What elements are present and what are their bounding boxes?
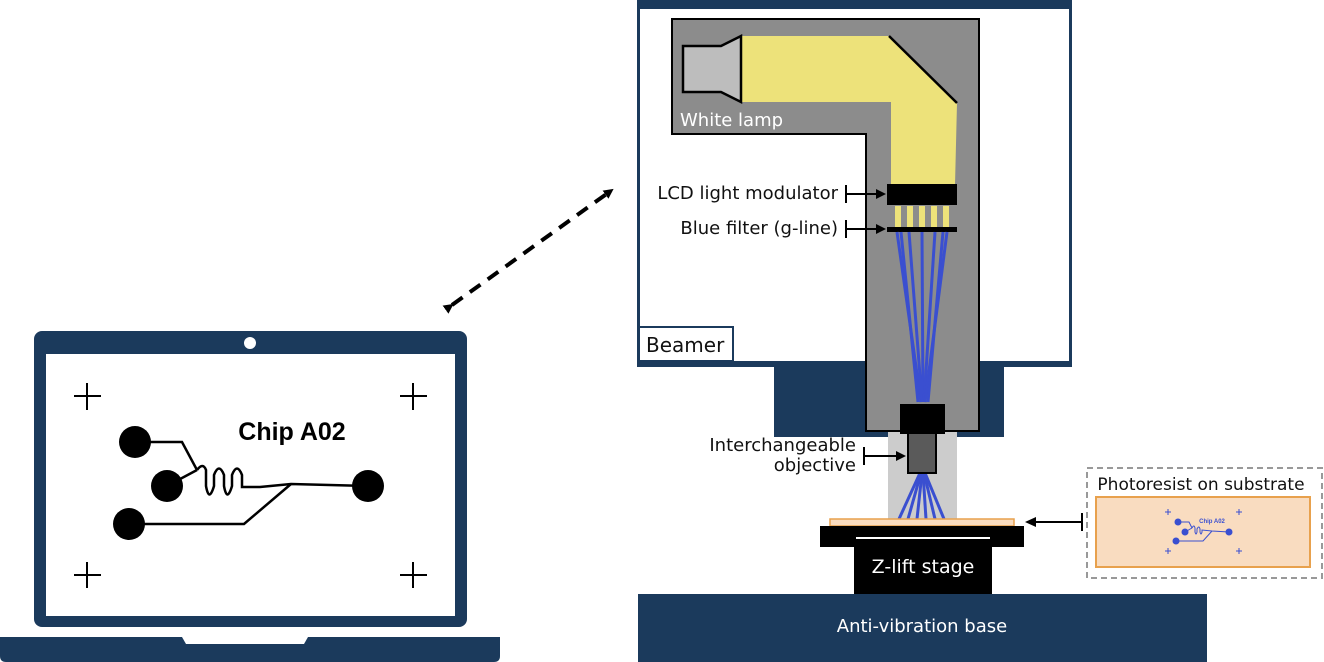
- white-lamp-bulb: [681, 33, 743, 105]
- mini-chip-title: Chip A02: [1199, 519, 1225, 525]
- interchangeable-objective: [907, 432, 937, 474]
- laptop-screen: [46, 354, 455, 616]
- chip-ports: [113, 426, 384, 540]
- z-stage-label: Z-lift stage: [872, 556, 975, 578]
- white-lamp-label: White lamp: [680, 110, 783, 131]
- alignment-mark-top-left: [74, 383, 101, 410]
- data-link-arrow: [442, 188, 614, 314]
- blue-filter: [887, 227, 957, 232]
- lcd-light-modulator: [887, 184, 957, 205]
- substrate-photoresist: [829, 518, 1015, 527]
- lcd-pointer: [845, 185, 876, 203]
- alignment-mark-bottom-left: [74, 562, 101, 588]
- port-middle-left: [151, 470, 183, 502]
- base-label: Anti-vibration base: [837, 616, 1007, 637]
- z-lift-stage: Z-lift stage: [820, 518, 1024, 594]
- fold-mirror: [888, 35, 958, 104]
- stage-column: [854, 537, 992, 594]
- alignment-marks: [74, 383, 427, 588]
- pixel-light-segments: [895, 206, 949, 227]
- beamer-label-box: [638, 326, 734, 362]
- alignment-mark-bottom-right: [400, 562, 427, 588]
- port-lower-left: [113, 508, 145, 540]
- objective-pointer: [863, 447, 896, 465]
- laptop-camera: [244, 337, 256, 349]
- anti-vibration-base: Anti-vibration base: [638, 594, 1207, 662]
- port-right: [352, 470, 384, 502]
- photoresist-sample: [1095, 496, 1311, 568]
- blue-filter-pointer: [845, 220, 876, 238]
- mini-chip-channels: [1176, 521, 1230, 542]
- beamer: White lamp: [637, 0, 1072, 520]
- laptop-trackpad-notch: [182, 637, 308, 644]
- blue-light-rays: [895, 231, 949, 520]
- channel-lower: [129, 483, 292, 526]
- component-labels: LCD light modulator Blue filter (g-line)…: [657, 183, 906, 476]
- photoresist-pointer: [1036, 513, 1083, 531]
- alignment-mark-top-right: [400, 383, 427, 410]
- objective-label-line1: Interchangeable: [709, 435, 856, 456]
- photoresist-inset: Photoresist on substrate Chip A02: [1086, 467, 1323, 579]
- objective-mount: [900, 404, 945, 434]
- mini-chip-ports: [1172, 518, 1233, 545]
- stage-column-inner: [856, 537, 990, 539]
- chip-title: Chip A02: [238, 418, 345, 446]
- port-upper-left: [119, 426, 151, 458]
- laptop: Chip A02: [0, 331, 500, 662]
- laptop-base: [0, 637, 500, 662]
- objective-label-line2: objective: [774, 455, 856, 476]
- lcd-label: LCD light modulator: [657, 183, 838, 204]
- channel-serpentine: [196, 464, 369, 496]
- mini-alignment-marks: [1165, 509, 1242, 554]
- beamer-label: Beamer: [646, 333, 725, 357]
- photoresist-label: Photoresist on substrate: [1097, 475, 1304, 495]
- lamp-light-beam: [741, 36, 957, 185]
- blue-filter-label: Blue filter (g-line): [680, 218, 838, 239]
